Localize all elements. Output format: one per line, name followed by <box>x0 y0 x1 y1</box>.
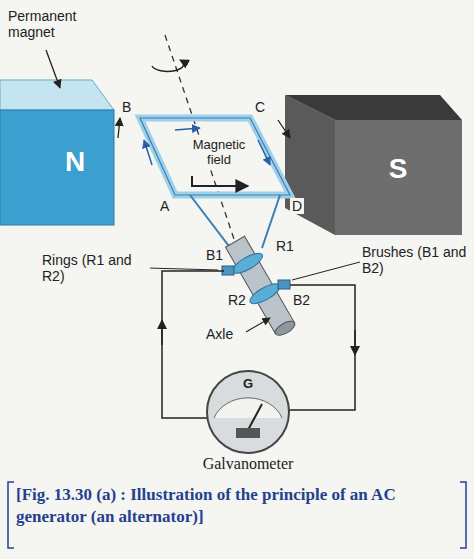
current-arrow <box>161 320 163 345</box>
south-magnet <box>285 95 462 235</box>
magnet-pole: N <box>52 146 98 178</box>
part-name: Axle <box>204 326 235 342</box>
magnet-pole: S <box>375 153 421 185</box>
part-name: Brushes (B1 and B2) <box>360 244 470 276</box>
leader-line <box>246 318 270 332</box>
corner-letter: C <box>253 99 267 115</box>
leader-line <box>148 268 218 270</box>
part-name: Rings (R1 and R2) <box>40 252 150 284</box>
part-name: Permanent magnet <box>6 8 92 40</box>
coil <box>118 118 290 258</box>
leader-line <box>292 262 360 280</box>
brush-label: B2 <box>291 292 312 308</box>
axle-assembly <box>220 233 302 341</box>
field-arrow <box>192 176 248 186</box>
leader-line <box>46 50 60 88</box>
corner-letter: A <box>158 198 171 214</box>
corner-letter: B <box>120 99 133 115</box>
figure-caption: [Fig. 13.30 (a) : Illustration of the pr… <box>16 484 460 528</box>
node-label: G <box>168 376 328 391</box>
ring-label: R1 <box>274 238 296 254</box>
node-label: S <box>375 153 421 185</box>
ring-label: R2 <box>226 292 248 308</box>
brush-label: B1 <box>204 247 225 263</box>
wire <box>288 285 355 410</box>
current-arrow <box>354 330 356 355</box>
part-name: Magnetic field <box>182 138 256 168</box>
brush <box>278 280 290 289</box>
north-magnet <box>0 80 114 225</box>
galvanometer: G Galvanometer <box>168 376 328 473</box>
node-label: N <box>52 146 98 178</box>
node-heading: Galvanometer <box>168 455 328 473</box>
rotation-arrow <box>152 60 184 71</box>
corner-letter: D <box>290 198 304 214</box>
caption-bracket <box>8 482 466 548</box>
